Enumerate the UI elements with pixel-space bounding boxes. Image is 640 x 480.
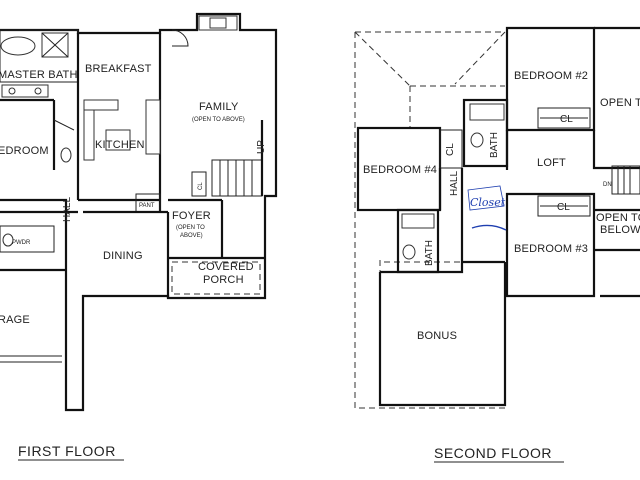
closet-annotation-box — [467, 185, 505, 211]
door-swing — [171, 29, 189, 47]
closet-handwritten-note: Closet — [470, 196, 506, 209]
room-label-hall: HALL — [62, 197, 73, 222]
closet-label-bedroom3: CL — [557, 202, 570, 213]
room-note-foyer-1: (OPEN TO — [176, 225, 205, 231]
room-label-open-to-2a: OPEN TO — [596, 212, 640, 224]
stair-down — [611, 165, 640, 195]
first-floor-plan — [0, 12, 278, 412]
first-floor-labels: MASTER BATH BREAKFAST FAMILY (OPEN TO AB… — [0, 63, 267, 326]
room-label-pantry: PANT — [139, 203, 155, 209]
room-label-dining: DINING — [103, 250, 143, 262]
room-label-loft: LOFT — [537, 157, 566, 169]
tub-fixture — [0, 36, 36, 56]
second-floor-plan — [354, 26, 640, 409]
closet-label-bedroom2: CL — [560, 114, 573, 125]
porch-outline — [171, 261, 261, 295]
bedroom2-closet — [537, 107, 591, 129]
room-label-cl: CL — [198, 182, 204, 190]
room-label-porch: PORCH — [203, 274, 244, 286]
caption-first-floor: FIRST FLOOR — [18, 443, 116, 459]
kitchen-counter-right — [145, 99, 161, 155]
room-label-garage: RAGE — [0, 314, 30, 326]
room-label-master-bath: MASTER BATH — [0, 69, 78, 81]
kitchen-counter-top — [83, 99, 119, 111]
kitchen-counter-left — [83, 109, 95, 161]
room-label-bedroom3: BEDROOM #3 — [514, 243, 588, 255]
stair-label-up: UP — [256, 140, 267, 154]
room-label-bedroom: EDROOM — [0, 145, 49, 157]
room-note-foyer-2: ABOVE) — [180, 233, 203, 239]
stair-label-dn: DN — [603, 182, 612, 188]
coat-closet — [191, 171, 207, 197]
second-floor-labels: BEDROOM #2 OPEN T BEDROOM #4 LOFT CL CL … — [363, 70, 640, 342]
first-floor-outline — [0, 12, 278, 412]
room-label-bedroom4: BEDROOM #4 — [363, 164, 437, 176]
room-label-hall-2: HALL — [449, 171, 460, 196]
room-label-powder: PWDR — [12, 240, 31, 246]
room-label-bath-2: BATH — [424, 240, 435, 266]
roof-outline — [354, 31, 505, 409]
room-label-breakfast: BREAKFAST — [85, 63, 152, 75]
room-label-open-to-2b: BELOW — [600, 224, 640, 236]
room-label-family: FAMILY — [199, 101, 239, 113]
kitchen-island — [105, 129, 131, 151]
bonus-walls — [378, 262, 507, 407]
room-label-kitchen: KITCHEN — [95, 139, 145, 151]
room-label-bedroom2: BEDROOM #2 — [514, 70, 588, 82]
powder-walls — [0, 225, 55, 253]
room-label-open-to-1: OPEN T — [600, 97, 640, 109]
room-label-covered: COVERED — [198, 261, 254, 273]
closet-annotation-stroke — [471, 224, 507, 231]
bedroom3-walls — [505, 192, 596, 298]
closet-label-bedroom4: CL — [445, 143, 456, 156]
bedroom4-closet — [439, 129, 463, 169]
room-note-family: (OPEN TO ABOVE) — [192, 117, 245, 123]
room-label-foyer: FOYER — [172, 210, 211, 222]
caption-second-floor: SECOND FLOOR — [434, 445, 552, 461]
toilet-fixture — [60, 147, 72, 163]
bedroom3-closet — [537, 195, 591, 217]
room-label-bath-1: BATH — [489, 132, 500, 158]
room-label-bonus: BONUS — [417, 330, 457, 342]
